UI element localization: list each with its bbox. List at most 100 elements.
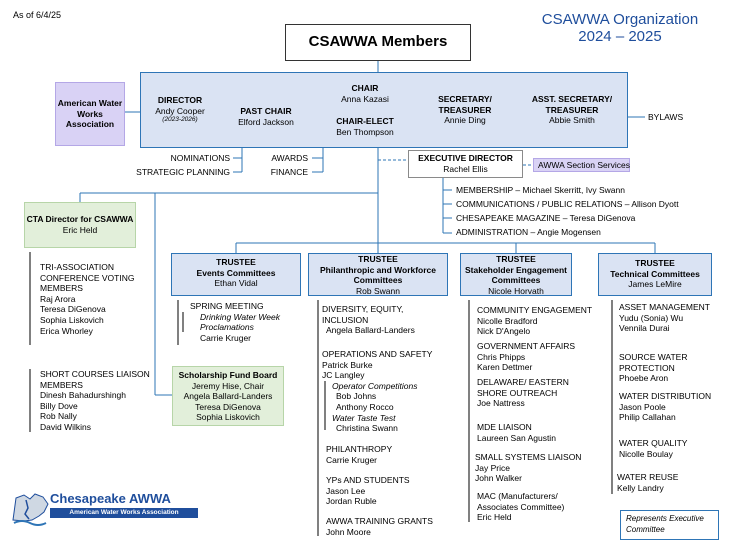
ssl-name: John Walker — [475, 473, 522, 484]
taste-test-heading: Water Taste Test — [332, 412, 396, 423]
events-committees-list: SPRING MEETING Drinking Water Week Procl… — [190, 301, 280, 343]
trustee-technical-name: James LeMire — [628, 279, 682, 290]
trustee-events-name: Ethan Vidal — [214, 278, 258, 289]
dei-committee: DIVERSITY, EQUITY, INCLUSION Angela Ball… — [322, 304, 415, 336]
trustee-technical-title-1: TRUSTEE — [635, 258, 675, 268]
mac-name: Eric Held — [477, 512, 512, 523]
voting-member: Erica Whorley — [40, 325, 93, 336]
strategic-planning-label: STRATEGIC PLANNING — [136, 167, 230, 177]
grants-heading: AWWA TRAINING GRANTS — [326, 516, 433, 526]
ssl-heading: SMALL SYSTEMS LIAISON — [475, 452, 582, 462]
spring-meeting-name: Carrie Kruger — [200, 332, 252, 343]
yps-committee: YPs AND STUDENTS Jason Lee Jordan Ruble — [326, 475, 410, 507]
voting-heading-3: MEMBERS — [40, 283, 83, 294]
executive-director-title: EXECUTIVE DIRECTOR — [418, 153, 513, 163]
past-chair: PAST CHAIR Elford Jackson — [224, 106, 308, 127]
ops-name: Patrick Burke — [322, 359, 373, 370]
ops-committee: OPERATIONS AND SAFETY Patrick Burke JC L… — [322, 349, 432, 434]
source-water-committee: SOURCE WATER PROTECTION Phoebe Aron — [619, 352, 687, 384]
de-name: Joe Nattress — [477, 398, 525, 409]
cta-director-title: CTA Director for CSAWWA — [26, 214, 134, 224]
org-title-line2: 2024 – 2025 — [578, 28, 662, 45]
asst-secretary-title-1: ASST. SECRETARY/ — [531, 94, 613, 104]
small-systems-committee: SMALL SYSTEMS LIAISON Jay Price John Wal… — [475, 452, 581, 484]
chair: CHAIR Anna Kazasi — [320, 83, 410, 104]
dei-heading-1: DIVERSITY, EQUITY, — [322, 304, 404, 314]
scholarship-title: Scholarship Fund Board — [178, 370, 278, 380]
liaison-members-list: SHORT COURSES LIAISON MEMBERS Dinesh Bah… — [40, 369, 150, 433]
voting-heading-1: TRI-ASSOCIATION — [40, 262, 114, 272]
liaison-member: Rob Nally — [40, 411, 77, 422]
director-name: Andy Cooper — [155, 105, 205, 116]
taste-test-name: Christina Swann — [336, 423, 398, 434]
asset-management-committee: ASSET MANAGEMENT Yudu (Sonia) Wu Vennila… — [619, 302, 710, 334]
mde-liaison-committee: MDE LIAISON Laureen San Agustin — [477, 422, 556, 443]
voting-member: Teresa DiGenova — [40, 304, 106, 315]
mde-heading: MDE LIAISON — [477, 422, 532, 432]
wd-name: Jason Poole — [619, 401, 666, 412]
spring-meeting-sub: Proclamations — [200, 322, 254, 333]
swp-heading-1: SOURCE WATER — [619, 352, 688, 362]
grants-name: John Moore — [326, 526, 371, 537]
trustee-stakeholder-title-2: Stakeholder Engagement — [464, 264, 568, 275]
scholarship-member: Sophia Liskovich — [196, 412, 260, 423]
trustee-philanthropic-box: TRUSTEE Philanthropic and Workforce Comm… — [308, 253, 448, 296]
water-reuse-committee: WATER REUSE Kelly Landry — [617, 472, 678, 493]
scholarship-member: Jeremy Hise, Chair — [191, 380, 265, 391]
wd-heading: WATER DISTRIBUTION — [619, 391, 712, 401]
mac-committee: MAC (Manufacturers/ Associates Committee… — [477, 491, 564, 523]
liaison-member: Billy Dove — [40, 400, 78, 411]
wd-name: Philip Callahan — [619, 412, 676, 423]
legend-line-2: Committee — [626, 524, 665, 534]
philanthropy-name: Carrie Kruger — [326, 454, 378, 465]
director-term: (2023-2026) — [162, 116, 198, 124]
chesapeake-awwa-logo: Chesapeake AWWA American Water Works Ass… — [10, 490, 200, 530]
voting-heading-2: CONFERENCE VOTING — [40, 272, 135, 283]
community-engagement-committee: COMMUNITY ENGAGEMENT Nicolle Bradford Ni… — [477, 305, 592, 337]
asst-secretary-name: Abbie Smith — [549, 115, 595, 126]
scholarship-member: Angela Ballard-Landers — [183, 391, 273, 402]
ga-heading: GOVERNMENT AFFAIRS — [477, 341, 576, 351]
board-box — [140, 72, 628, 148]
asst-secretary-title-2: TREASURER — [545, 104, 599, 115]
trustee-stakeholder-box: TRUSTEE Stakeholder Engagement Committee… — [460, 253, 572, 296]
water-distribution-committee: WATER DISTRIBUTION Jason Poole Philip Ca… — [619, 391, 711, 423]
director-title: DIRECTOR — [157, 95, 203, 105]
dei-name: Angela Ballard-Landers — [326, 325, 415, 336]
delaware-committee: DELAWARE/ EASTERN SHORE OUTREACH Joe Nat… — [477, 377, 569, 409]
past-chair-title: PAST CHAIR — [240, 106, 292, 116]
past-chair-name: Elford Jackson — [238, 116, 294, 127]
org-title-line1: CSAWWA Organization — [541, 11, 699, 28]
de-heading-1: DELAWARE/ EASTERN — [477, 377, 569, 387]
secretary-name: Annie Ding — [444, 115, 486, 126]
trustee-technical-box: TRUSTEE Technical Committees James LeMir… — [598, 253, 712, 296]
am-name: Yudu (Sonia) Wu — [619, 312, 684, 323]
mde-name: Laureen San Agustin — [477, 432, 556, 443]
legend-line-1: Represents Executive — [626, 514, 704, 523]
trustee-stakeholder-title-1: TRUSTEE — [496, 254, 536, 264]
swp-heading-2: PROTECTION — [619, 362, 675, 373]
trustee-philanthropic-title-1: TRUSTEE — [358, 254, 398, 264]
de-heading-2: SHORE OUTREACH — [477, 387, 558, 398]
secretary-title-2: TREASURER — [438, 104, 492, 115]
liaison-member: Dinesh Bahadurshingh — [40, 390, 127, 401]
exec-item-membership: MEMBERSHIP – Michael Skerritt, Ivy Swann — [456, 185, 625, 195]
scholarship-member: Teresa DiGenova — [195, 401, 261, 412]
am-heading: ASSET MANAGEMENT — [619, 302, 710, 312]
bylaws-label: BYLAWS — [648, 112, 684, 122]
section-services-box: AWWA Section Services — [533, 158, 630, 172]
philanthropy-committee: PHILANTHROPY Carrie Kruger — [326, 444, 392, 465]
trustee-technical-title-2: Technical Committees — [610, 268, 700, 279]
government-affairs-committee: GOVERNMENT AFFAIRS Chris Phipps Karen De… — [477, 341, 575, 373]
mac-heading-1: MAC (Manufacturers/ — [477, 491, 558, 501]
trustee-philanthropic-title-3: Committees — [353, 275, 403, 286]
trustee-philanthropic-title-2: Philanthropic and Workforce — [319, 264, 437, 275]
scholarship-box: Scholarship Fund Board Jeremy Hise, Chai… — [172, 366, 284, 426]
secretary: SECRETARY/ TREASURER Annie Ding — [420, 94, 510, 126]
liaison-member: David Wilkins — [40, 421, 92, 432]
awards-label: AWARDS — [271, 153, 308, 163]
swp-name: Phoebe Aron — [619, 373, 669, 384]
as-of-date: As of 6/4/25 — [13, 10, 62, 20]
ce-heading: COMMUNITY ENGAGEMENT — [477, 305, 593, 315]
